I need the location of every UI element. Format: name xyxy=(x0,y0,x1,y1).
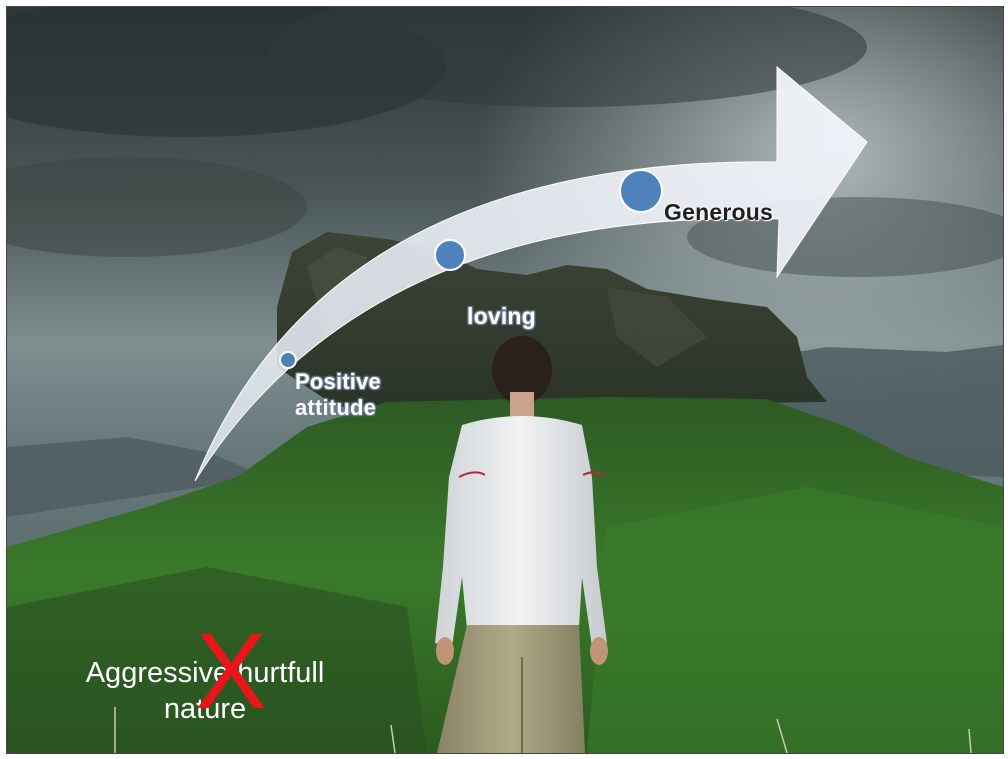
slide: Positive attitude loving Generous Aggres… xyxy=(6,6,1004,754)
dot-loving xyxy=(434,239,466,271)
label-aggressive-nature: Aggressive hurtfull nature xyxy=(45,655,365,727)
label-generous: Generous xyxy=(664,199,773,225)
label-positive-line2: attitude xyxy=(295,395,377,420)
label-aggressive-line2: nature xyxy=(163,693,247,725)
label-aggressive-line1: Aggressive hurtfull xyxy=(85,657,325,689)
dot-generous xyxy=(619,169,663,213)
dot-positive xyxy=(279,351,297,369)
label-positive-line1: Positive xyxy=(295,369,381,394)
growth-arrow xyxy=(194,65,868,482)
label-loving: loving xyxy=(467,303,536,329)
background-photo xyxy=(7,7,1003,753)
red-x-icon: X xyxy=(195,610,268,731)
person-figure xyxy=(435,336,608,753)
label-positive-attitude: Positive attitude xyxy=(295,369,381,421)
